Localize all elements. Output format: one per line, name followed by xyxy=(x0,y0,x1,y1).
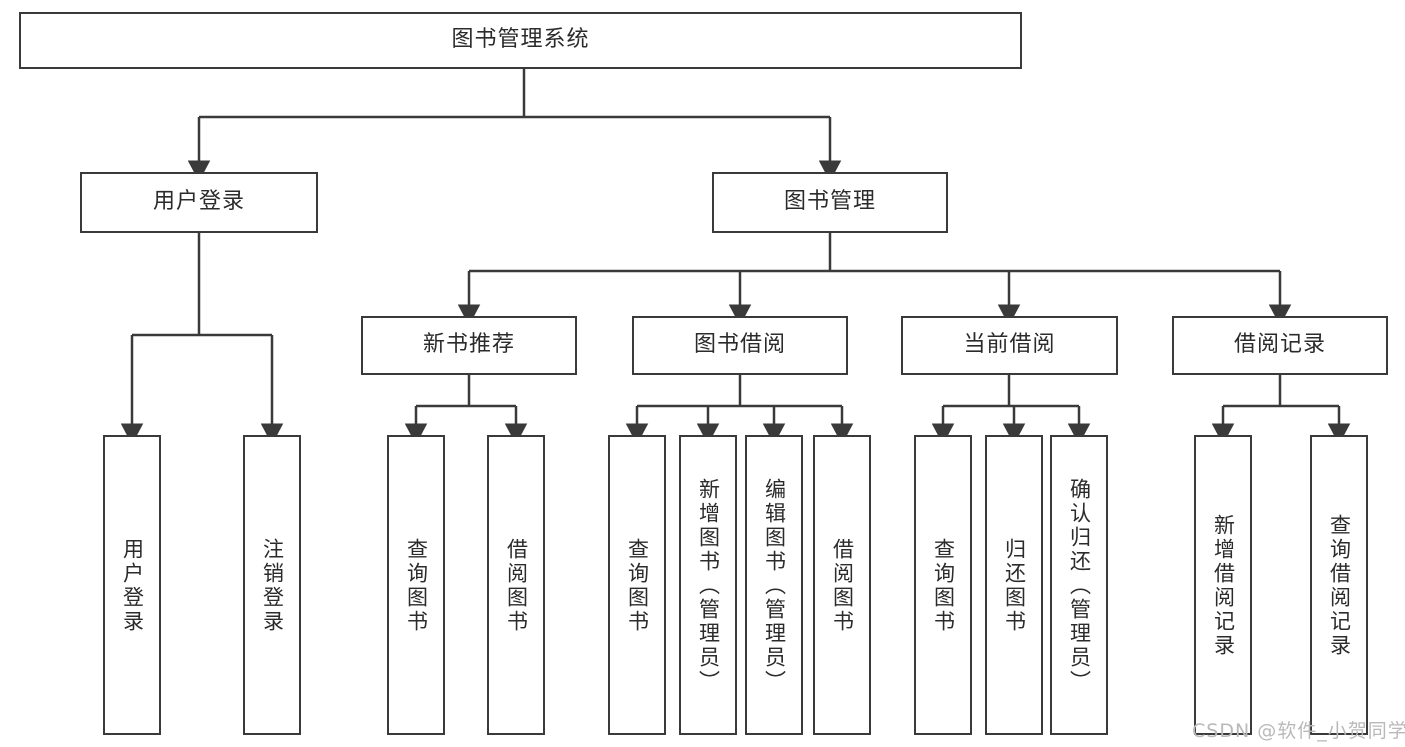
node-leaf-borrow-book-1[interactable]: 借阅图书 xyxy=(487,435,545,735)
node-leaf-edit-book[interactable]: 编辑图书（管理员） xyxy=(745,435,803,735)
node-book-manage[interactable]: 图书管理 xyxy=(712,172,948,233)
node-root[interactable]: 图书管理系统 xyxy=(19,12,1022,69)
node-book-borrow[interactable]: 图书借阅 xyxy=(632,316,848,375)
node-leaf-user-login[interactable]: 用户登录 xyxy=(103,435,161,735)
node-leaf-borrow-book-2[interactable]: 借阅图书 xyxy=(813,435,871,735)
node-label: 归还图书 xyxy=(1002,538,1027,634)
node-leaf-query-book-2[interactable]: 查询图书 xyxy=(608,435,666,735)
node-leaf-query-book-3[interactable]: 查询图书 xyxy=(914,435,972,735)
node-leaf-query-book-1[interactable]: 查询图书 xyxy=(387,435,445,735)
node-label: 用户登录 xyxy=(120,538,145,634)
node-label: 查询借阅记录 xyxy=(1327,514,1352,658)
node-leaf-add-record[interactable]: 新增借阅记录 xyxy=(1194,435,1252,735)
node-label: 确认归还（管理员） xyxy=(1067,478,1092,694)
node-leaf-confirm-return[interactable]: 确认归还（管理员） xyxy=(1050,435,1108,735)
node-label: 新增借阅记录 xyxy=(1211,514,1236,658)
watermark-label: CSDN @软件_小贺同学 xyxy=(1192,720,1405,742)
node-label: 图书管理 xyxy=(783,189,876,215)
node-label: 当前借阅 xyxy=(963,332,1056,358)
node-label: 借阅图书 xyxy=(504,538,529,634)
node-leaf-add-book[interactable]: 新增图书（管理员） xyxy=(679,435,737,735)
node-leaf-return-book[interactable]: 归还图书 xyxy=(985,435,1043,735)
node-leaf-logout[interactable]: 注销登录 xyxy=(243,435,301,735)
node-label: 图书管理系统 xyxy=(451,27,590,53)
node-user-login[interactable]: 用户登录 xyxy=(80,172,318,233)
node-label: 编辑图书（管理员） xyxy=(762,478,787,694)
node-leaf-query-record[interactable]: 查询借阅记录 xyxy=(1310,435,1368,735)
node-label: 新书推荐 xyxy=(422,332,515,358)
node-label: 注销登录 xyxy=(260,538,285,634)
node-label: 图书借阅 xyxy=(693,332,786,358)
node-new-book-recommend[interactable]: 新书推荐 xyxy=(361,316,577,375)
node-borrow-record[interactable]: 借阅记录 xyxy=(1172,316,1388,375)
node-label: 查询图书 xyxy=(931,538,956,634)
node-label: 查询图书 xyxy=(625,538,650,634)
node-current-borrow[interactable]: 当前借阅 xyxy=(901,316,1118,375)
node-label: 用户登录 xyxy=(152,189,245,215)
node-label: 借阅图书 xyxy=(830,538,855,634)
node-label: 查询图书 xyxy=(404,538,429,634)
node-label: 新增图书（管理员） xyxy=(696,478,721,694)
node-label: 借阅记录 xyxy=(1233,332,1326,358)
